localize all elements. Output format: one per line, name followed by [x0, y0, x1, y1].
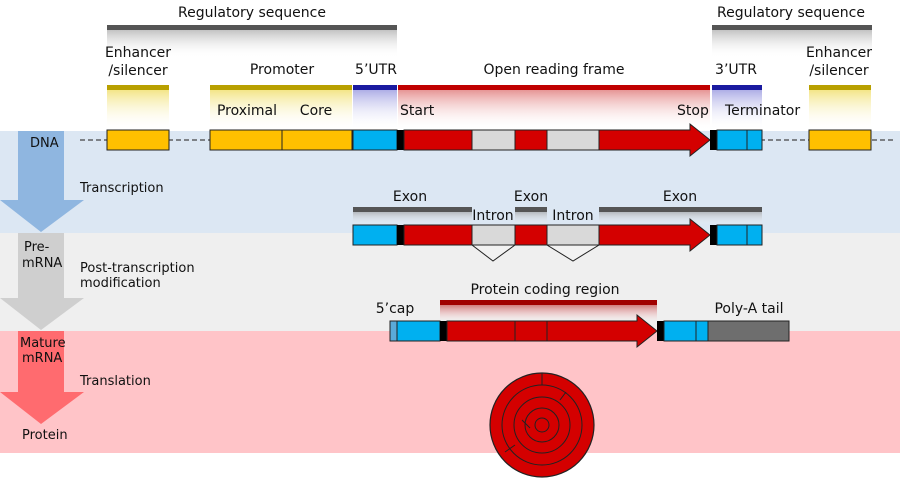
pre-mrna-label-line2: mRNA — [22, 256, 62, 271]
premrna-exon-3-arrow — [598, 217, 711, 253]
cap-label: 5’cap — [376, 301, 415, 317]
regulatory-bracket-right — [712, 25, 872, 30]
premrna-intron-2-splice — [545, 244, 601, 262]
exon-label-1: Exon — [393, 189, 427, 205]
post-transcription-label-line1: Post-transcription — [80, 261, 195, 276]
premrna-utr5 — [352, 224, 398, 246]
mature-mrna-label-line2: mRNA — [22, 351, 62, 366]
exon-bracket-2 — [515, 207, 547, 212]
utr5-label: 5’UTR — [355, 62, 397, 78]
translation-band — [0, 331, 900, 453]
premrna-start-codon — [397, 225, 404, 245]
dna-utr5 — [352, 129, 398, 151]
dna-intron-1 — [471, 129, 516, 151]
protein-globule — [489, 372, 595, 478]
enhancer-bracket-left — [107, 85, 169, 90]
promoter-bracket — [210, 85, 352, 90]
exon-bracket-3 — [599, 207, 762, 212]
orf-bracket — [398, 85, 710, 90]
exon-label-2: Exon — [514, 189, 548, 205]
enhancer-label-left-line2: /silencer — [108, 63, 168, 79]
dna-label: DNA — [30, 136, 59, 151]
dna-stop-codon — [710, 130, 717, 150]
regulatory-sequence-label-left: Regulatory sequence — [178, 5, 326, 21]
mature-exon-1 — [446, 320, 516, 342]
premrna-exon-2 — [514, 224, 548, 246]
protein-coding-bracket — [440, 300, 657, 305]
intron-label-1: Intron — [472, 208, 513, 224]
premrna-intron-1 — [471, 224, 516, 246]
mature-start-codon — [440, 321, 447, 341]
exon-shade-2 — [515, 212, 547, 225]
polya-label: Poly-A tail — [714, 301, 783, 317]
dna-terminator — [746, 129, 763, 151]
dna-exon-2 — [514, 129, 548, 151]
dna-start-codon — [397, 130, 404, 150]
post-transcription-label-line2: modification — [80, 276, 161, 291]
promoter-shade — [210, 90, 352, 130]
dna-promoter-core — [281, 129, 353, 151]
dna-promoter-proximal — [209, 129, 283, 151]
proximal-label: Proximal — [217, 103, 277, 119]
transcription-arrow — [0, 131, 84, 232]
start-label: Start — [400, 103, 435, 119]
transcription-label: Transcription — [79, 181, 164, 196]
regulatory-sequence-label-right: Regulatory sequence — [717, 5, 865, 21]
mature-exon-2 — [514, 320, 548, 342]
utr3-label: 3’UTR — [715, 62, 757, 78]
premrna-stop-codon — [710, 225, 717, 245]
mature-exon-3-arrow — [546, 313, 658, 349]
promoter-label: Promoter — [250, 62, 315, 78]
enhancer-label-left-line1: Enhancer — [105, 45, 171, 61]
dna-intron-2 — [546, 129, 600, 151]
premrna-utr3 — [716, 224, 748, 246]
enhancer-shade-left — [107, 90, 169, 130]
enhancer-shade-right — [809, 90, 871, 130]
mature-mrna-label-line1: Mature — [20, 336, 66, 351]
utr5-bracket — [353, 85, 397, 90]
dna-exon-3-arrow — [598, 122, 711, 158]
utr3-shade — [712, 90, 762, 130]
premrna-intron-1-splice — [470, 244, 517, 262]
core-label: Core — [300, 103, 332, 119]
regulatory-shade-right — [712, 30, 872, 58]
intron-label-2: Intron — [552, 208, 593, 224]
mature-utr5 — [396, 320, 441, 342]
dna-exon-1 — [403, 129, 473, 151]
post-transcription-arrow — [0, 233, 84, 330]
regulatory-bracket-left — [107, 25, 397, 30]
utr5-shade — [353, 90, 397, 130]
mature-utr3 — [663, 320, 697, 342]
premrna-intron-2 — [546, 224, 600, 246]
terminator-label: Terminator — [724, 103, 800, 119]
dna-enhancer-left — [106, 129, 170, 151]
protein-label: Protein — [22, 428, 68, 443]
exon-bracket-1 — [353, 207, 472, 212]
regulatory-shade-left — [107, 30, 397, 58]
premrna-exon-1 — [403, 224, 473, 246]
enhancer-label-right-line2: /silencer — [809, 63, 869, 79]
exon-shade-1 — [353, 212, 472, 225]
enhancer-label-right-line1: Enhancer — [806, 45, 872, 61]
pre-mrna-label-line1: Pre- — [24, 240, 50, 255]
mature-cap — [389, 320, 398, 342]
orf-label: Open reading frame — [484, 62, 625, 78]
enhancer-bracket-right — [809, 85, 871, 90]
protein-coding-region-label: Protein coding region — [470, 282, 619, 298]
dna-utr3 — [716, 129, 748, 151]
dna-enhancer-right — [808, 129, 872, 151]
mature-polya-tail — [707, 320, 790, 342]
mature-stop-codon — [657, 321, 664, 341]
stop-label: Stop — [677, 103, 709, 119]
translation-arrow — [0, 331, 84, 424]
protein-coding-shade — [440, 305, 657, 321]
translation-label: Translation — [79, 374, 151, 389]
exon-label-3: Exon — [663, 189, 697, 205]
orf-shade — [398, 90, 710, 130]
premrna-utr3-end — [746, 224, 763, 246]
utr3-bracket — [712, 85, 762, 90]
exon-shade-3 — [599, 212, 762, 225]
mature-utr3-end — [695, 320, 709, 342]
